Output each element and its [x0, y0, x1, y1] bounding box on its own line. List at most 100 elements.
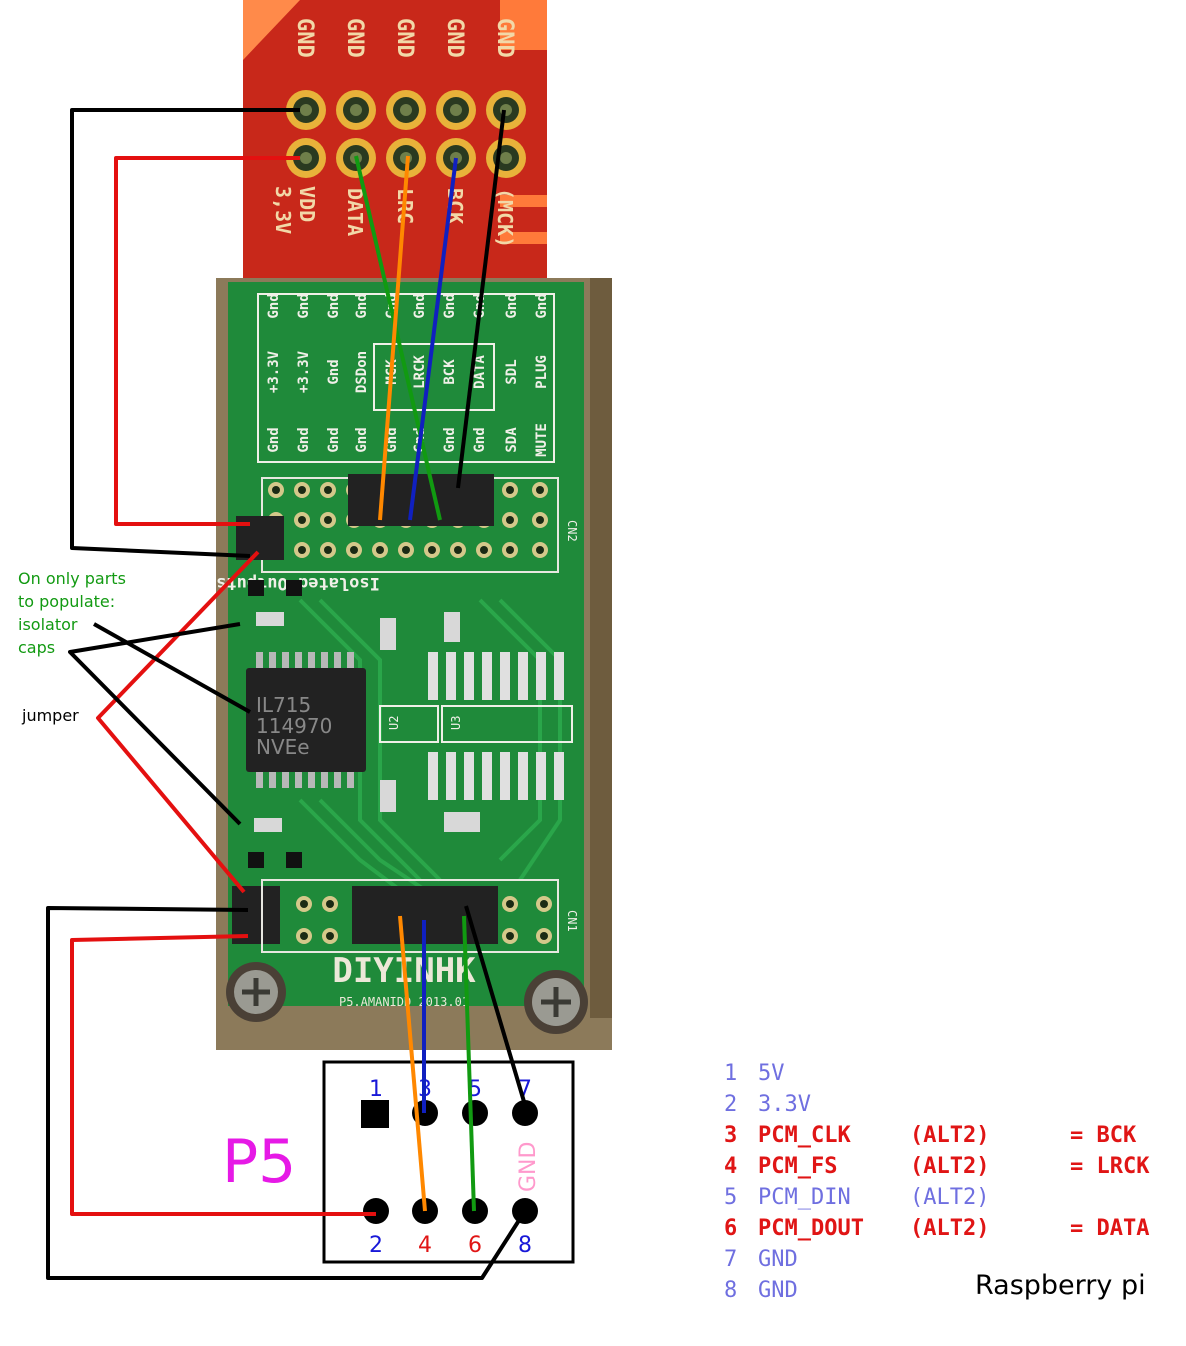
u-pad: [536, 652, 546, 700]
cn2-hole-center: [506, 486, 514, 494]
iso-label: Gnd: [504, 293, 520, 318]
raspberry-pi-label: Raspberry pi: [975, 1270, 1146, 1301]
cn2-hole-center: [298, 486, 306, 494]
cn2-hole-center: [480, 546, 488, 554]
iso-label: +3.3V: [296, 350, 312, 393]
wire-gnd-bottom: [46, 906, 527, 1280]
dac-top-label: GND: [392, 18, 417, 58]
cn1-hole-center: [300, 900, 308, 908]
chip-pin: [269, 772, 276, 788]
u3-label: U3: [449, 716, 463, 730]
populate-note-line2: to populate:: [18, 592, 116, 611]
u-pad: [518, 652, 528, 700]
pin-label-1: 1: [369, 1077, 383, 1102]
dac-bottom-label: DATA: [343, 188, 367, 236]
cn2-label: CN2: [565, 520, 579, 542]
cn2-hole-center: [506, 516, 514, 524]
cn2-hole-center: [536, 516, 544, 524]
wire-lrck-top: [378, 155, 410, 521]
u-pad: [482, 652, 492, 700]
p5-pin-1-square: [361, 1100, 389, 1128]
dac-pad-center: [500, 152, 512, 164]
pin-map-num: 2: [724, 1092, 738, 1117]
pin-map-eq: = BCK: [1070, 1123, 1137, 1148]
pin-map-name: GND: [758, 1278, 798, 1303]
wire-cap-b: [93, 622, 251, 714]
chip-pin: [334, 772, 341, 788]
pin-map-alt: (ALT2): [910, 1216, 990, 1241]
cn1-hole-center: [540, 900, 548, 908]
cn2-hole-center: [506, 546, 514, 554]
wire-data-top: [354, 155, 442, 521]
wire-vdd-top: [114, 156, 300, 526]
chip-marking-1: IL715: [256, 693, 311, 717]
u-pad: [428, 752, 438, 800]
pin-map-alt: (ALT2): [910, 1185, 990, 1210]
dac-pad-center: [300, 104, 312, 116]
pin-label-2: 2: [369, 1233, 383, 1258]
dac-pad-center: [350, 104, 362, 116]
pin-label-8: 8: [518, 1233, 532, 1258]
wire-cap-a: [68, 622, 242, 826]
pin-map-name: 5V: [758, 1061, 785, 1086]
u-pad: [464, 652, 474, 700]
iso-label: PLUG: [534, 355, 550, 389]
iso-label: BCK: [442, 359, 458, 385]
iso-label: Gnd: [266, 293, 282, 318]
dac-pad-center: [400, 104, 412, 116]
dac-vdd-label: VDD: [295, 186, 319, 222]
dac-bottom-label: (MCK): [493, 188, 517, 248]
iso-label: Gnd: [326, 293, 342, 318]
chip-pin: [256, 772, 263, 788]
dac-top-label: GND: [342, 18, 367, 58]
pin-map-num: 6: [724, 1216, 738, 1241]
pin-map-num: 7: [724, 1247, 738, 1272]
u-pad: [482, 752, 492, 800]
chip-pin: [308, 772, 315, 788]
populate-note-line3: isolator: [18, 615, 78, 634]
iso-label: Gnd: [296, 427, 312, 452]
dac-top-label: GND: [292, 18, 317, 58]
pin-map-num: 3: [724, 1123, 738, 1148]
iso-label: Gnd: [354, 427, 370, 452]
pin-map-num: 4: [724, 1154, 738, 1179]
cn2-hole-center: [324, 546, 332, 554]
u2-label: U2: [387, 716, 401, 730]
dac-top-label: GND: [492, 18, 517, 58]
wire-jumper-a: [96, 550, 260, 894]
wire-gnd-cn1: [464, 905, 527, 1106]
cn2-hole-center: [350, 546, 358, 554]
chip-pin: [321, 772, 328, 788]
dac-pad-center: [450, 104, 462, 116]
dac-top-label: GND: [442, 18, 467, 58]
iso-label: Gnd: [354, 293, 370, 318]
populate-note: On only parts to populate: isolator caps: [18, 567, 126, 659]
pin-map-name: PCM_FS: [758, 1154, 838, 1179]
u-pad: [554, 752, 564, 800]
cn1-hole-center: [506, 900, 514, 908]
iso-label: Gnd: [296, 293, 312, 318]
u-pad: [536, 752, 546, 800]
cn2-hole-center: [272, 486, 280, 494]
pin-map-eq: = DATA: [1070, 1216, 1150, 1241]
chip-pin: [282, 652, 289, 668]
cn1-hole-center: [300, 932, 308, 940]
cn2-hole-center: [324, 486, 332, 494]
dac-vdd-sub: 3,3V: [271, 186, 295, 234]
iso-label: SDL: [504, 359, 520, 384]
cn2-hole-center: [376, 546, 384, 554]
chip-pin: [282, 772, 289, 788]
wires: [46, 108, 527, 1280]
jumper-note: jumper: [22, 706, 79, 725]
iso-label: DSDon: [354, 351, 370, 393]
chip-pin: [347, 652, 354, 668]
pin-label-6: 6: [468, 1233, 482, 1258]
u-pad: [518, 752, 528, 800]
pin-map-alt: (ALT2): [910, 1123, 990, 1148]
cn2-hole-center: [536, 486, 544, 494]
